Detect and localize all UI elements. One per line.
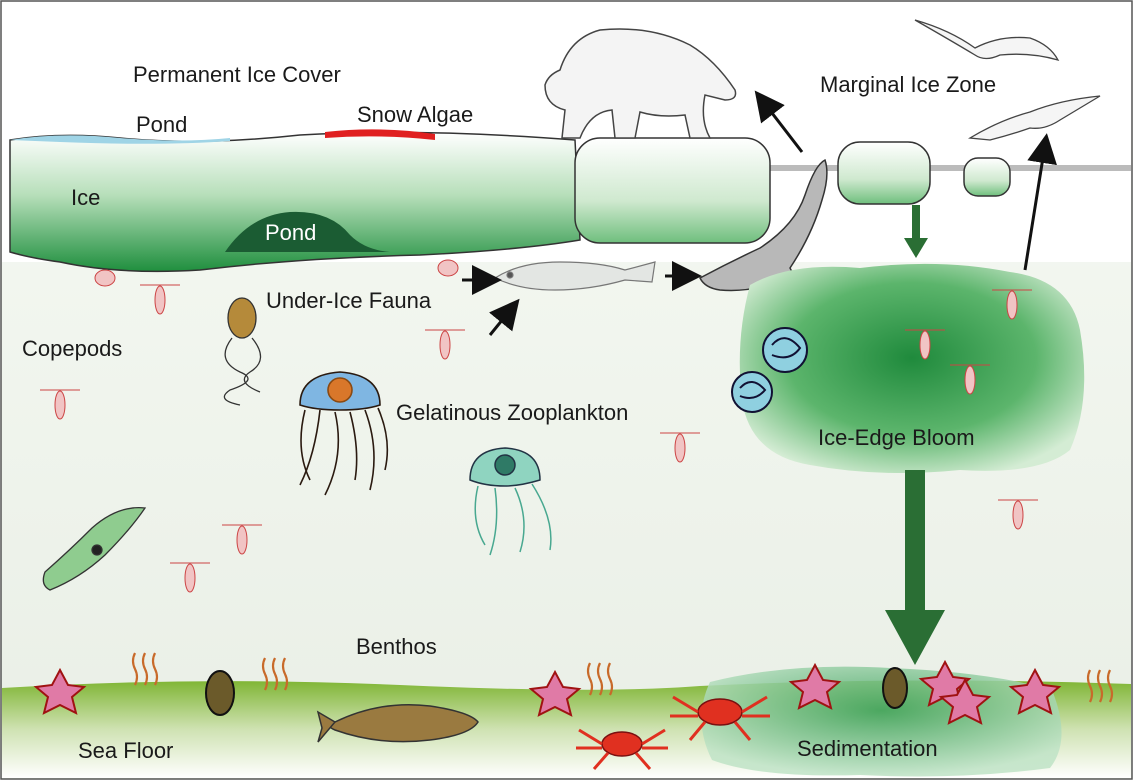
ice-floe-small-1: [838, 142, 930, 204]
label-sea-floor: Sea Floor: [78, 740, 173, 762]
diatom-2: [732, 372, 772, 412]
label-permanent-ice-cover: Permanent Ice Cover: [133, 64, 341, 86]
label-pond-in-ice: Pond: [265, 222, 316, 244]
label-benthos: Benthos: [356, 636, 437, 658]
ice-floe-small-2: [964, 158, 1010, 196]
label-marginal-ice-zone: Marginal Ice Zone: [820, 74, 996, 96]
label-ice-edge-bloom: Ice-Edge Bloom: [818, 427, 975, 449]
ice-floe-large: [575, 138, 770, 243]
label-ice: Ice: [71, 187, 100, 209]
label-pond-top: Pond: [136, 114, 187, 136]
label-gelatinous-zooplankton: Gelatinous Zooplankton: [396, 402, 628, 424]
label-copepods: Copepods: [22, 338, 122, 360]
diatom-1: [763, 328, 807, 372]
label-snow-algae: Snow Algae: [357, 104, 473, 126]
label-sedimentation: Sedimentation: [797, 738, 938, 760]
label-under-ice-fauna: Under-Ice Fauna: [266, 290, 431, 312]
